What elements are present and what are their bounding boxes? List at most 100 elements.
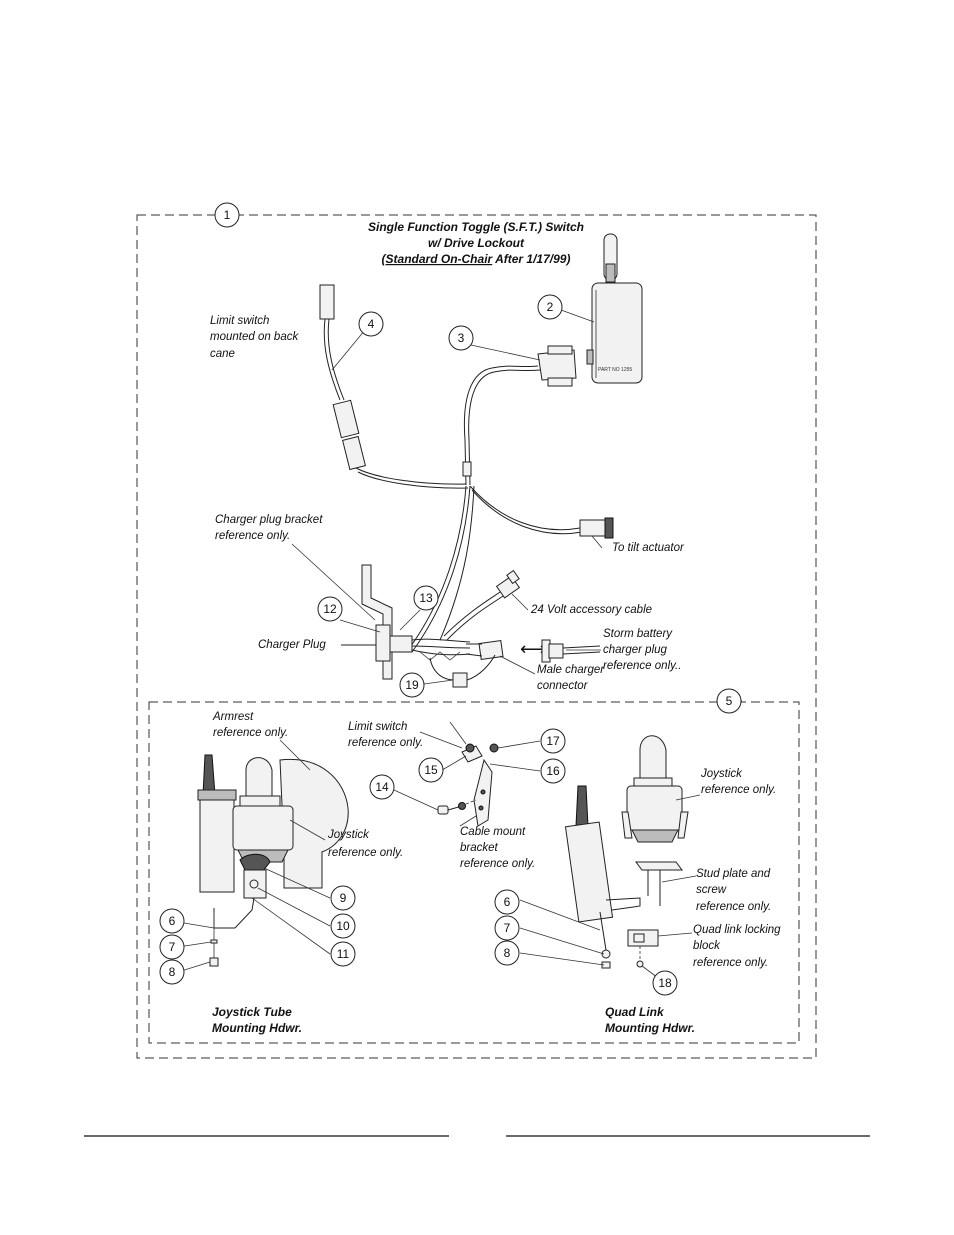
- svg-text:17: 17: [546, 734, 560, 748]
- callout-13: 13: [413, 585, 439, 611]
- svg-text:Charger plug bracket: Charger plug bracket: [215, 514, 323, 526]
- svg-text:connector: connector: [537, 680, 589, 692]
- callout-8-left: 8: [159, 959, 185, 985]
- svg-text:7: 7: [169, 940, 176, 954]
- joystick-tube-assembly: [197, 754, 349, 967]
- svg-text:reference only.: reference only.: [215, 530, 290, 542]
- section-label-quad-link: Quad Link Mounting Hdwr.: [605, 1005, 695, 1035]
- svg-text:Storm battery: Storm battery: [603, 628, 673, 640]
- svg-text:12: 12: [323, 602, 337, 616]
- callout-7-left: 7: [159, 934, 185, 960]
- svg-text:charger plug: charger plug: [603, 644, 668, 656]
- svg-text:Joystick: Joystick: [327, 829, 370, 841]
- label-charger-plug: Charger Plug: [258, 639, 326, 651]
- svg-text:Mounting Hdwr.: Mounting Hdwr.: [212, 1021, 302, 1035]
- svg-text:Limit switch: Limit switch: [348, 721, 407, 733]
- callout-5: 5: [716, 688, 742, 714]
- svg-text:reference only.: reference only.: [328, 847, 403, 859]
- section-label-joystick-tube: Joystick Tube Mounting Hdwr.: [212, 1005, 302, 1035]
- svg-text:Stud plate and: Stud plate and: [696, 868, 771, 880]
- svg-text:Armrest: Armrest: [212, 711, 254, 723]
- svg-text:15: 15: [424, 763, 438, 777]
- charger-plug-bracket: [341, 564, 393, 680]
- callout-17: 17: [540, 728, 566, 754]
- svg-text:16: 16: [546, 764, 560, 778]
- svg-text:8: 8: [504, 946, 511, 960]
- svg-text:PART NO 1255: PART NO 1255: [598, 367, 632, 373]
- callout-9: 9: [330, 885, 356, 911]
- callout-19: 19: [399, 672, 425, 698]
- svg-text:Male charger: Male charger: [537, 664, 605, 676]
- limit-switch: [319, 284, 469, 489]
- svg-text:Quad link locking: Quad link locking: [693, 924, 781, 936]
- callout-12: 12: [317, 596, 343, 622]
- svg-text:19: 19: [405, 678, 419, 692]
- label-storm-plug: Storm battery charger plug reference onl…: [603, 628, 681, 672]
- label-charger-bracket: Charger plug bracket reference only.: [215, 514, 323, 542]
- svg-text:Cable mount: Cable mount: [460, 826, 526, 838]
- svg-text:reference only.: reference only.: [348, 737, 423, 749]
- svg-text:mounted on back: mounted on back: [210, 331, 299, 343]
- svg-text:18: 18: [658, 976, 672, 990]
- double-arrow-icon: ⟷: [520, 639, 546, 660]
- label-joystick-left: Joystick reference only.: [327, 829, 403, 859]
- callout-2: 2: [537, 294, 563, 320]
- svg-text:5: 5: [726, 694, 733, 708]
- svg-text:cane: cane: [210, 348, 235, 360]
- svg-text:block: block: [693, 940, 721, 952]
- assembly-1-border: [136, 214, 817, 1059]
- svg-text:1: 1: [224, 208, 231, 222]
- svg-text:Joystick Tube: Joystick Tube: [212, 1005, 292, 1019]
- svg-text:(Standard On-Chair After 1/17/: (Standard On-Chair After 1/17/99): [382, 252, 571, 266]
- callout-1: 1: [214, 202, 240, 228]
- male-charger-connector: [465, 639, 504, 661]
- charger-wire-bundle: [389, 635, 471, 661]
- label-armrest: Armrest reference only.: [212, 711, 288, 739]
- svg-text:Limit switch: Limit switch: [210, 315, 269, 327]
- callout-14: 14: [369, 774, 395, 800]
- svg-text:reference only.: reference only.: [693, 957, 768, 969]
- label-accessory-cable: 24 Volt accessory cable: [530, 604, 652, 616]
- svg-text:reference only.: reference only.: [460, 858, 535, 870]
- callout-8-right: 8: [494, 940, 520, 966]
- part-19-connector: [429, 654, 496, 688]
- callout-6-right: 6: [494, 889, 520, 915]
- callout-7-right: 7: [494, 915, 520, 941]
- cable-mount-bracket-assembly: [437, 721, 499, 827]
- svg-text:6: 6: [504, 895, 511, 909]
- svg-text:10: 10: [336, 919, 350, 933]
- quad-link-assembly: [564, 735, 689, 969]
- svg-text:6: 6: [169, 914, 176, 928]
- svg-text:bracket: bracket: [460, 842, 499, 854]
- callout-4: 4: [358, 311, 384, 337]
- svg-text:reference only.: reference only.: [213, 727, 288, 739]
- storm-charger-plug: [541, 639, 601, 663]
- db-connector: [537, 345, 577, 387]
- label-quad-block: Quad link locking block reference only.: [693, 924, 781, 969]
- svg-text:Joystick: Joystick: [700, 768, 743, 780]
- svg-text:11: 11: [337, 947, 350, 961]
- svg-text:reference only.: reference only.: [696, 901, 771, 913]
- label-limit-switch-ref: Limit switch reference only.: [348, 721, 423, 749]
- label-cable-mount: Cable mount bracket reference only.: [460, 826, 535, 870]
- callout-15: 15: [418, 757, 444, 783]
- callout-10: 10: [330, 913, 356, 939]
- accessory-connector: [495, 569, 521, 599]
- svg-text:2: 2: [547, 300, 554, 314]
- svg-text:reference only.: reference only.: [701, 784, 776, 796]
- diagram-title: Single Function Toggle (S.F.T.) Switch w…: [368, 220, 584, 266]
- svg-text:Mounting Hdwr.: Mounting Hdwr.: [605, 1021, 695, 1035]
- svg-text:13: 13: [419, 591, 433, 605]
- svg-text:14: 14: [375, 780, 389, 794]
- callout-11: 11: [330, 941, 356, 967]
- svg-text:3: 3: [458, 331, 465, 345]
- svg-text:Quad Link: Quad Link: [605, 1005, 665, 1019]
- label-tilt-actuator: To tilt actuator: [612, 542, 685, 554]
- label-limit-switch: Limit switch mounted on back cane: [210, 315, 299, 360]
- label-stud-plate: Stud plate and screw reference only.: [696, 868, 771, 913]
- svg-text:w/ Drive Lockout: w/ Drive Lockout: [428, 236, 525, 250]
- svg-text:8: 8: [169, 965, 176, 979]
- svg-text:9: 9: [340, 891, 347, 905]
- svg-text:Single Function Toggle (S.F.T.: Single Function Toggle (S.F.T.) Switch: [368, 220, 584, 234]
